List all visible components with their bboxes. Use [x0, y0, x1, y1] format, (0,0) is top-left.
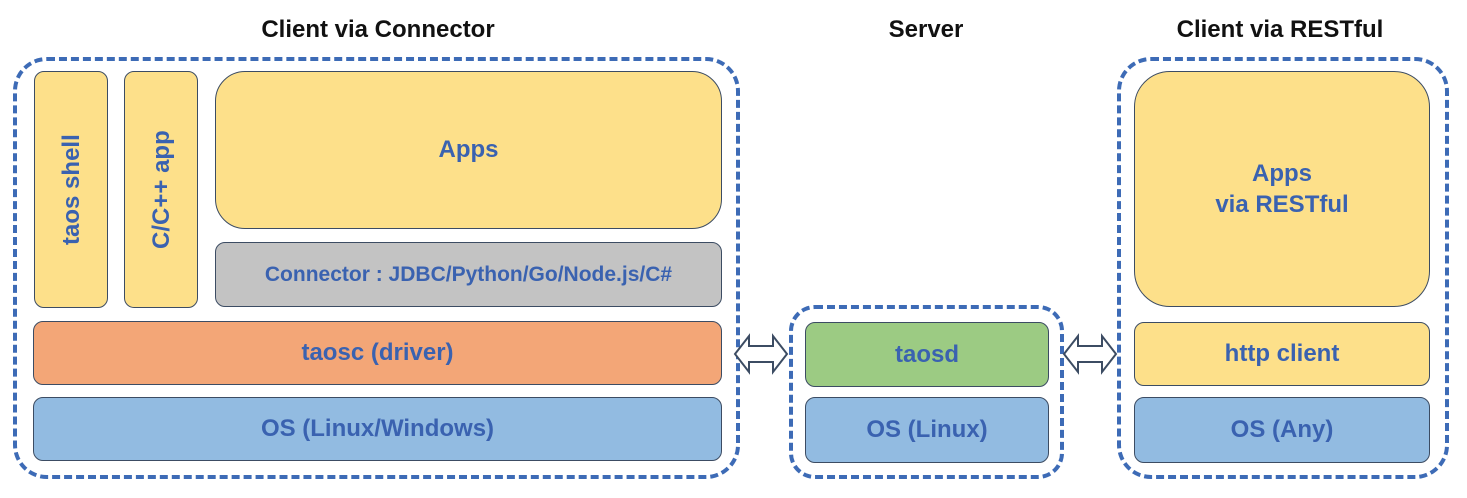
apps-box: Apps [215, 71, 722, 229]
title-client-via-restful: Client via RESTful [1176, 16, 1384, 43]
server-group [789, 305, 1064, 479]
c-app-label: C/C++ app [147, 130, 175, 249]
restful-apps-label-line2: via RESTful [1215, 191, 1349, 218]
apps-label: Apps [438, 136, 499, 164]
http-client-box: http client [1134, 322, 1430, 386]
taos-shell-label: taos shell [57, 134, 85, 245]
taosd-box: taosd [805, 322, 1049, 387]
server-os-label: OS (Linux) [866, 416, 988, 444]
server-os-box: OS (Linux) [805, 397, 1049, 463]
connector-box: Connector : JDBC/Python/Go/Node.js/C# [215, 242, 722, 307]
restful-os-box: OS (Any) [1134, 397, 1430, 463]
taos-shell-box: taos shell [34, 71, 108, 308]
restful-os-label: OS (Any) [1230, 416, 1334, 444]
taosd-label: taosd [894, 340, 959, 368]
double-arrow-icon-left [733, 333, 789, 375]
double-arrow-icon-right [1062, 333, 1118, 375]
connector-os-box: OS (Linux/Windows) [33, 397, 722, 461]
http-client-label: http client [1224, 340, 1340, 368]
connector-os-label: OS (Linux/Windows) [260, 415, 495, 443]
restful-client-group [1117, 57, 1449, 479]
connector-client-group [13, 57, 740, 479]
restful-apps-box: Apps via RESTful [1134, 71, 1430, 307]
connector-label: Connector : JDBC/Python/Go/Node.js/C# [264, 262, 673, 286]
c-app-box: C/C++ app [124, 71, 198, 308]
title-client-via-connector: Client via Connector [261, 16, 495, 43]
title-server: Server [888, 16, 964, 43]
restful-apps-label-line1: Apps [1252, 159, 1312, 187]
driver-box: taosc (driver) [33, 321, 722, 385]
driver-label: taosc (driver) [301, 339, 454, 367]
